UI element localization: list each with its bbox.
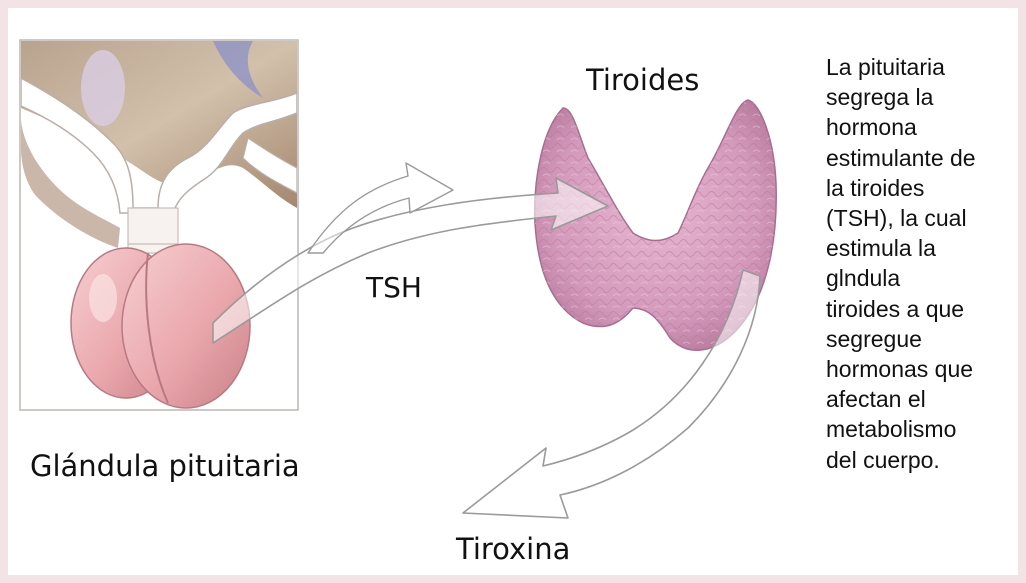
description-line: (TSH), la cual xyxy=(826,203,1018,233)
description-line: estimulante de xyxy=(826,143,1018,173)
description-line: afectan el xyxy=(826,384,1018,414)
description-line: glndula xyxy=(826,263,1018,293)
description-line: metabolismo xyxy=(826,414,1018,444)
description-line: La pituitaria xyxy=(826,52,1018,82)
description-text: La pituitaria segrega la hormona estimul… xyxy=(826,52,1018,475)
description-line: estimula la xyxy=(826,233,1018,263)
tsh-label: TSH xyxy=(366,274,422,302)
description-line: del cuerpo. xyxy=(826,445,1018,475)
description-line: hormona xyxy=(826,112,1018,142)
pituitary-illustration xyxy=(20,40,298,410)
description-line: hormonas que xyxy=(826,354,1018,384)
description-line: tiroides a que xyxy=(826,294,1018,324)
diagram-canvas: Tiroides TSH Glándula pituitaria Tiroxin… xyxy=(8,8,1018,575)
description-line: segregue xyxy=(826,324,1018,354)
description-line: segrega la xyxy=(826,82,1018,112)
thyroid-label: Tiroides xyxy=(586,66,699,95)
thyroxine-label: Tiroxina xyxy=(456,535,570,564)
pituitary-label: Glándula pituitaria xyxy=(30,452,300,481)
description-line: la tiroides xyxy=(826,173,1018,203)
